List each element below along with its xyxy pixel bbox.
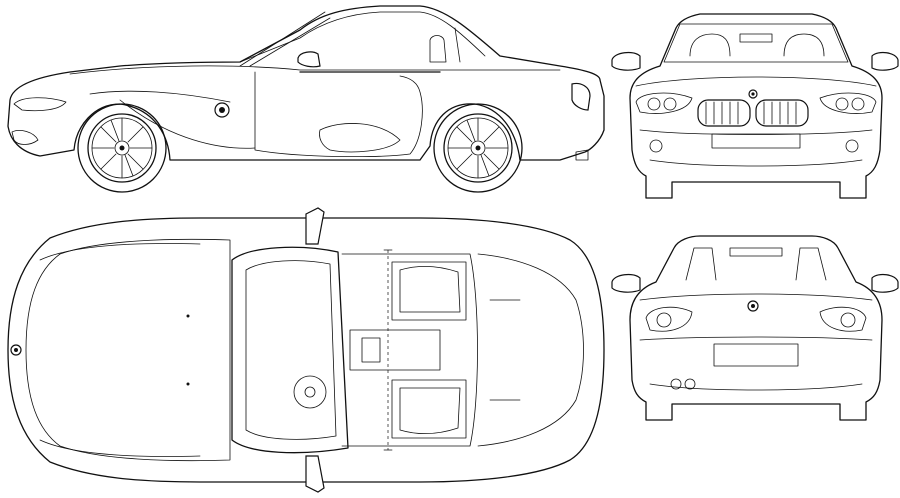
side-view (7, 5, 605, 193)
side-front-wheel (77, 103, 167, 193)
rear-view (611, 235, 899, 421)
front-view (611, 13, 899, 199)
top-view (7, 207, 605, 493)
side-rear-wheel (433, 103, 523, 193)
